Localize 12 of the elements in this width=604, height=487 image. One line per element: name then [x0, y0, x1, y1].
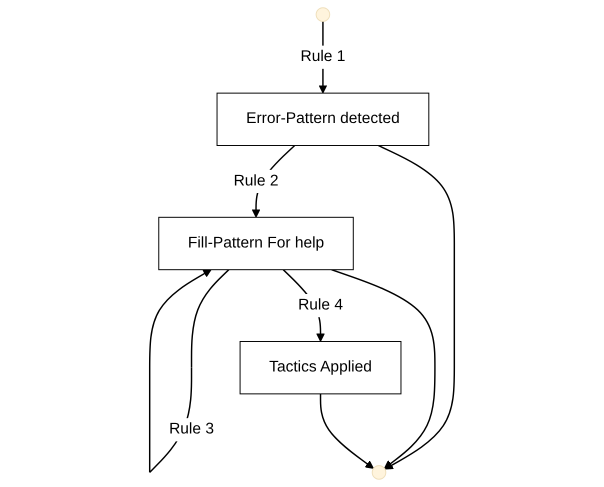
arrow — [331, 269, 436, 469]
arrow — [378, 144, 456, 470]
edge-label: Rule 3 — [169, 421, 214, 438]
edge-label: Rule 2 — [234, 172, 278, 190]
edge-label: Rule 1 — [300, 48, 346, 65]
node-box: Tactics Applied — [240, 341, 402, 394]
arrow — [320, 394, 374, 469]
node-circle — [316, 7, 330, 22]
node-box: Fill-Pattern For help — [158, 216, 354, 270]
node-circle — [372, 465, 386, 480]
edge-label: Rule 4 — [298, 296, 343, 314]
node-box: Error-Pattern detected — [216, 92, 430, 146]
